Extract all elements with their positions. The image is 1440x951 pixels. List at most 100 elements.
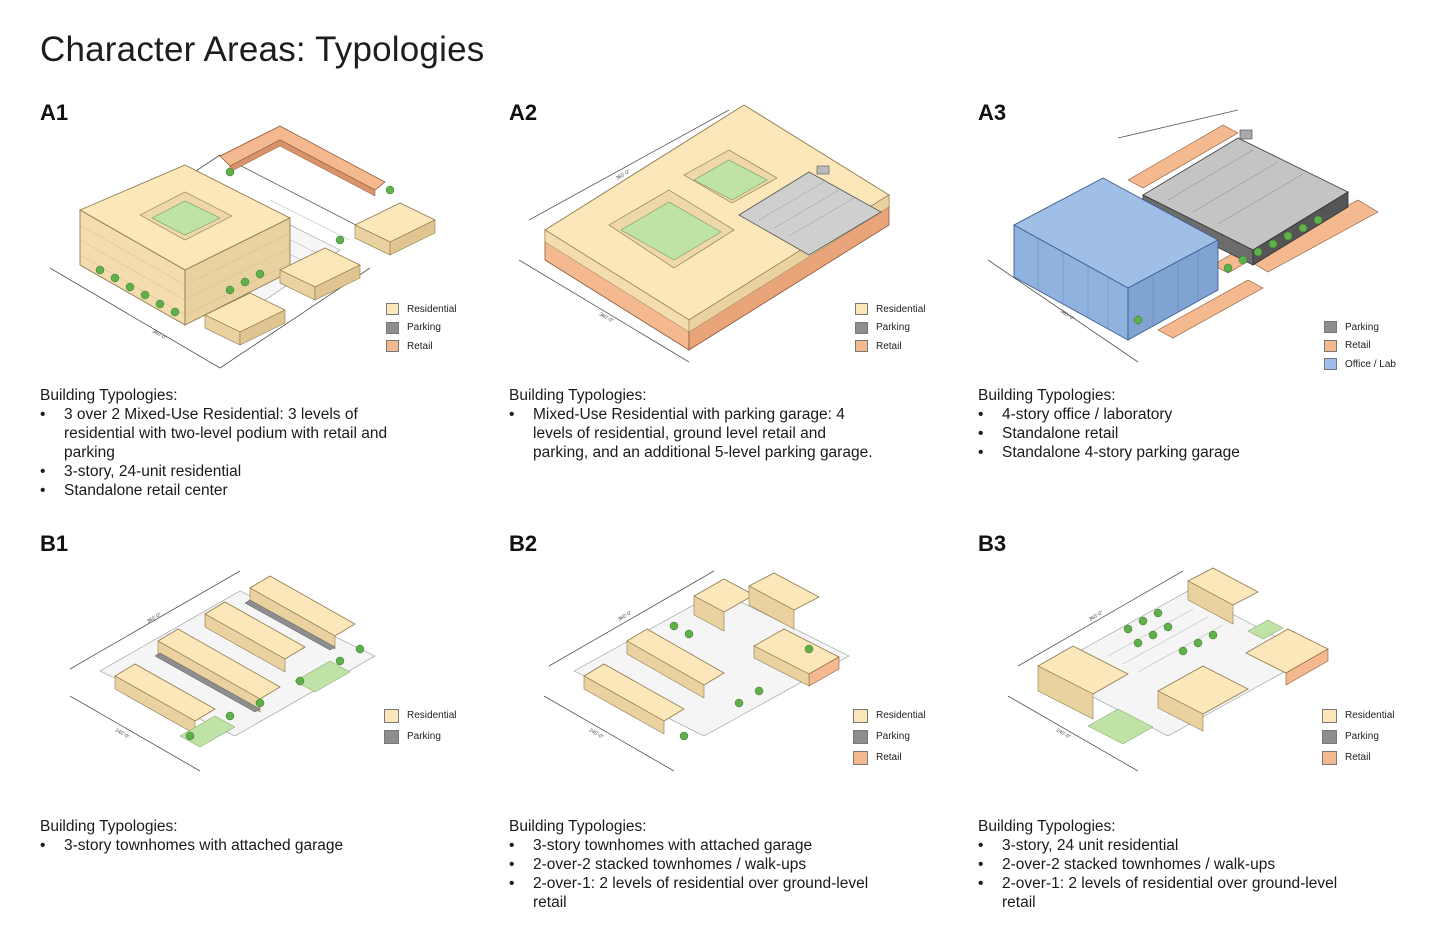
typology-item: Standalone 4-story parking garage (978, 443, 1358, 462)
legend-item: Parking (853, 726, 925, 747)
dimension-lines (987, 109, 1239, 363)
legend-swatch-residential (855, 303, 868, 316)
townhome-row-2-face (157, 640, 261, 713)
legend-label: Parking (1345, 731, 1379, 742)
trees (95, 167, 395, 317)
isometric-diagram-b1: 240'-0" 360'-0" (69, 570, 376, 772)
panel-code: B3 (978, 531, 1007, 556)
dimension-lines (69, 570, 241, 772)
panel-code: A3 (978, 100, 1007, 125)
retail-ground-floor (1285, 648, 1329, 686)
typologies-list: 3-story townhomes with attached garage (40, 836, 420, 855)
typology-item: 2-over-2 stacked townhomes / walk-ups (509, 855, 881, 874)
legend-label: Parking (1345, 321, 1379, 333)
small-courtyard-green (693, 159, 768, 201)
legend-swatch-retail (1324, 339, 1337, 352)
typologies-heading: Building Typologies: (509, 387, 647, 404)
dimension-depth: 360'-0" (151, 329, 168, 342)
panel-a2: A2 360'-0" 360'-0" Residential (509, 100, 949, 520)
dimension-depth: 360'-0" (1059, 309, 1075, 323)
legend-label: Parking (876, 322, 910, 334)
typologies-list: Mixed-Use Residential with parking garag… (509, 405, 881, 462)
legend-label: Residential (876, 303, 926, 315)
residential-buildings (1037, 567, 1329, 732)
legend-item: Parking (384, 726, 456, 747)
panel-code: A2 (509, 100, 538, 125)
legend-label: Residential (1345, 710, 1395, 721)
typologies-description: Building Typologies: 3-story townhomes w… (509, 817, 881, 912)
townhome-row-1-face (583, 675, 665, 735)
legend-item: Residential (1322, 705, 1394, 726)
isometric-diagram-b3: 240'-0" 360'-0" (1007, 567, 1329, 772)
typologies-description: Building Typologies: 3-story townhomes w… (40, 817, 420, 855)
trees (669, 621, 814, 741)
legend-label: Retail (876, 752, 902, 763)
legend: Residential Parking Retail (386, 300, 456, 356)
typologies-description: Building Typologies: 3 over 2 Mixed-Use … (40, 386, 420, 500)
legend-item: Parking (386, 319, 456, 338)
legend-item: Residential (855, 300, 925, 319)
legend-label: Residential (407, 710, 457, 721)
typology-item: 3-story townhomes with attached garage (509, 836, 881, 855)
typology-item: Mixed-Use Residential with parking garag… (509, 405, 881, 462)
panel-code: A1 (40, 100, 69, 125)
panel-code: B1 (40, 531, 69, 556)
legend-label: Residential (876, 710, 926, 721)
legend-item: Residential (853, 705, 925, 726)
legend-swatch-parking (1322, 729, 1337, 744)
typologies-description: Building Typologies: 4-story office / la… (978, 386, 1358, 462)
typology-item: 2-over-1: 2 levels of residential over g… (509, 874, 881, 912)
residential-block-3-face-2 (239, 309, 286, 346)
legend: Residential Parking Retail (1322, 705, 1394, 768)
stair-core (1239, 129, 1253, 140)
typology-item: 3-story townhomes with attached garage (40, 836, 420, 855)
townhome-row-4-face (249, 587, 336, 650)
legend-item: Parking (1324, 318, 1396, 337)
panel-a1: A1 360'-0" 360'-0" (40, 100, 480, 520)
legend-label: Parking (876, 731, 910, 742)
legend-swatch-retail (855, 340, 868, 353)
legend-swatch-residential (386, 303, 399, 316)
legend-swatch-parking (1324, 321, 1337, 334)
typologies-description: Building Typologies: Mixed-Use Residenti… (509, 386, 881, 462)
walkup-1-face (1187, 580, 1234, 625)
typologies-description: Building Typologies: 3-story, 24 unit re… (978, 817, 1350, 912)
legend-item: Retail (1324, 337, 1396, 356)
legend-swatch-residential (1322, 708, 1337, 723)
courtyard-green (151, 200, 221, 236)
townhome-rows (114, 575, 356, 735)
legend-swatch-parking (384, 729, 399, 744)
dimension-lines (543, 570, 715, 772)
legend-item: Office / Lab (1324, 355, 1396, 374)
page-title: Character Areas: Typologies (40, 30, 485, 69)
legend-swatch-parking (855, 321, 868, 334)
legend-swatch-retail (853, 750, 868, 765)
typology-item: 3-story, 24 unit residential (978, 836, 1350, 855)
typologies-list: 4-story office / laboratory Standalone r… (978, 405, 1358, 462)
typology-item: Standalone retail center (40, 481, 420, 500)
legend-item: Residential (386, 300, 456, 319)
panel-b2: B2 240'-0" 360'-0" (509, 531, 949, 951)
legend-label: Parking (407, 731, 441, 742)
legend-label: Retail (1345, 340, 1371, 352)
typology-item: 4-story office / laboratory (978, 405, 1358, 424)
legend-label: Retail (1345, 752, 1371, 763)
typologies-list: 3-story, 24 unit residential 2-over-2 st… (978, 836, 1350, 912)
typology-item: 3-story, 24-unit residential (40, 462, 420, 481)
legend-label: Residential (407, 303, 457, 315)
townhome-row-3-face (204, 613, 286, 673)
typology-item: 2-over-1: 2 levels of residential over g… (978, 874, 1350, 912)
walkup-2-face (748, 585, 795, 630)
panel-a3: A3 360'-0" (978, 100, 1418, 520)
parking-garage-stripes (758, 181, 855, 237)
trees (1133, 215, 1323, 325)
legend-item: Retail (386, 337, 456, 356)
typology-item: 2-over-2 stacked townhomes / walk-ups (978, 855, 1350, 874)
legend-swatch-office-lab (1324, 358, 1337, 371)
typologies-list: 3-story townhomes with attached garage 2… (509, 836, 881, 912)
dimension-width: 360'-0" (617, 610, 634, 623)
isometric-diagram-a3: 360'-0" (987, 109, 1379, 363)
typology-item: 3 over 2 Mixed-Use Residential: 3 levels… (40, 405, 420, 462)
residential-24-unit-2-face (1157, 690, 1204, 732)
typologies-heading: Building Typologies: (40, 818, 178, 835)
